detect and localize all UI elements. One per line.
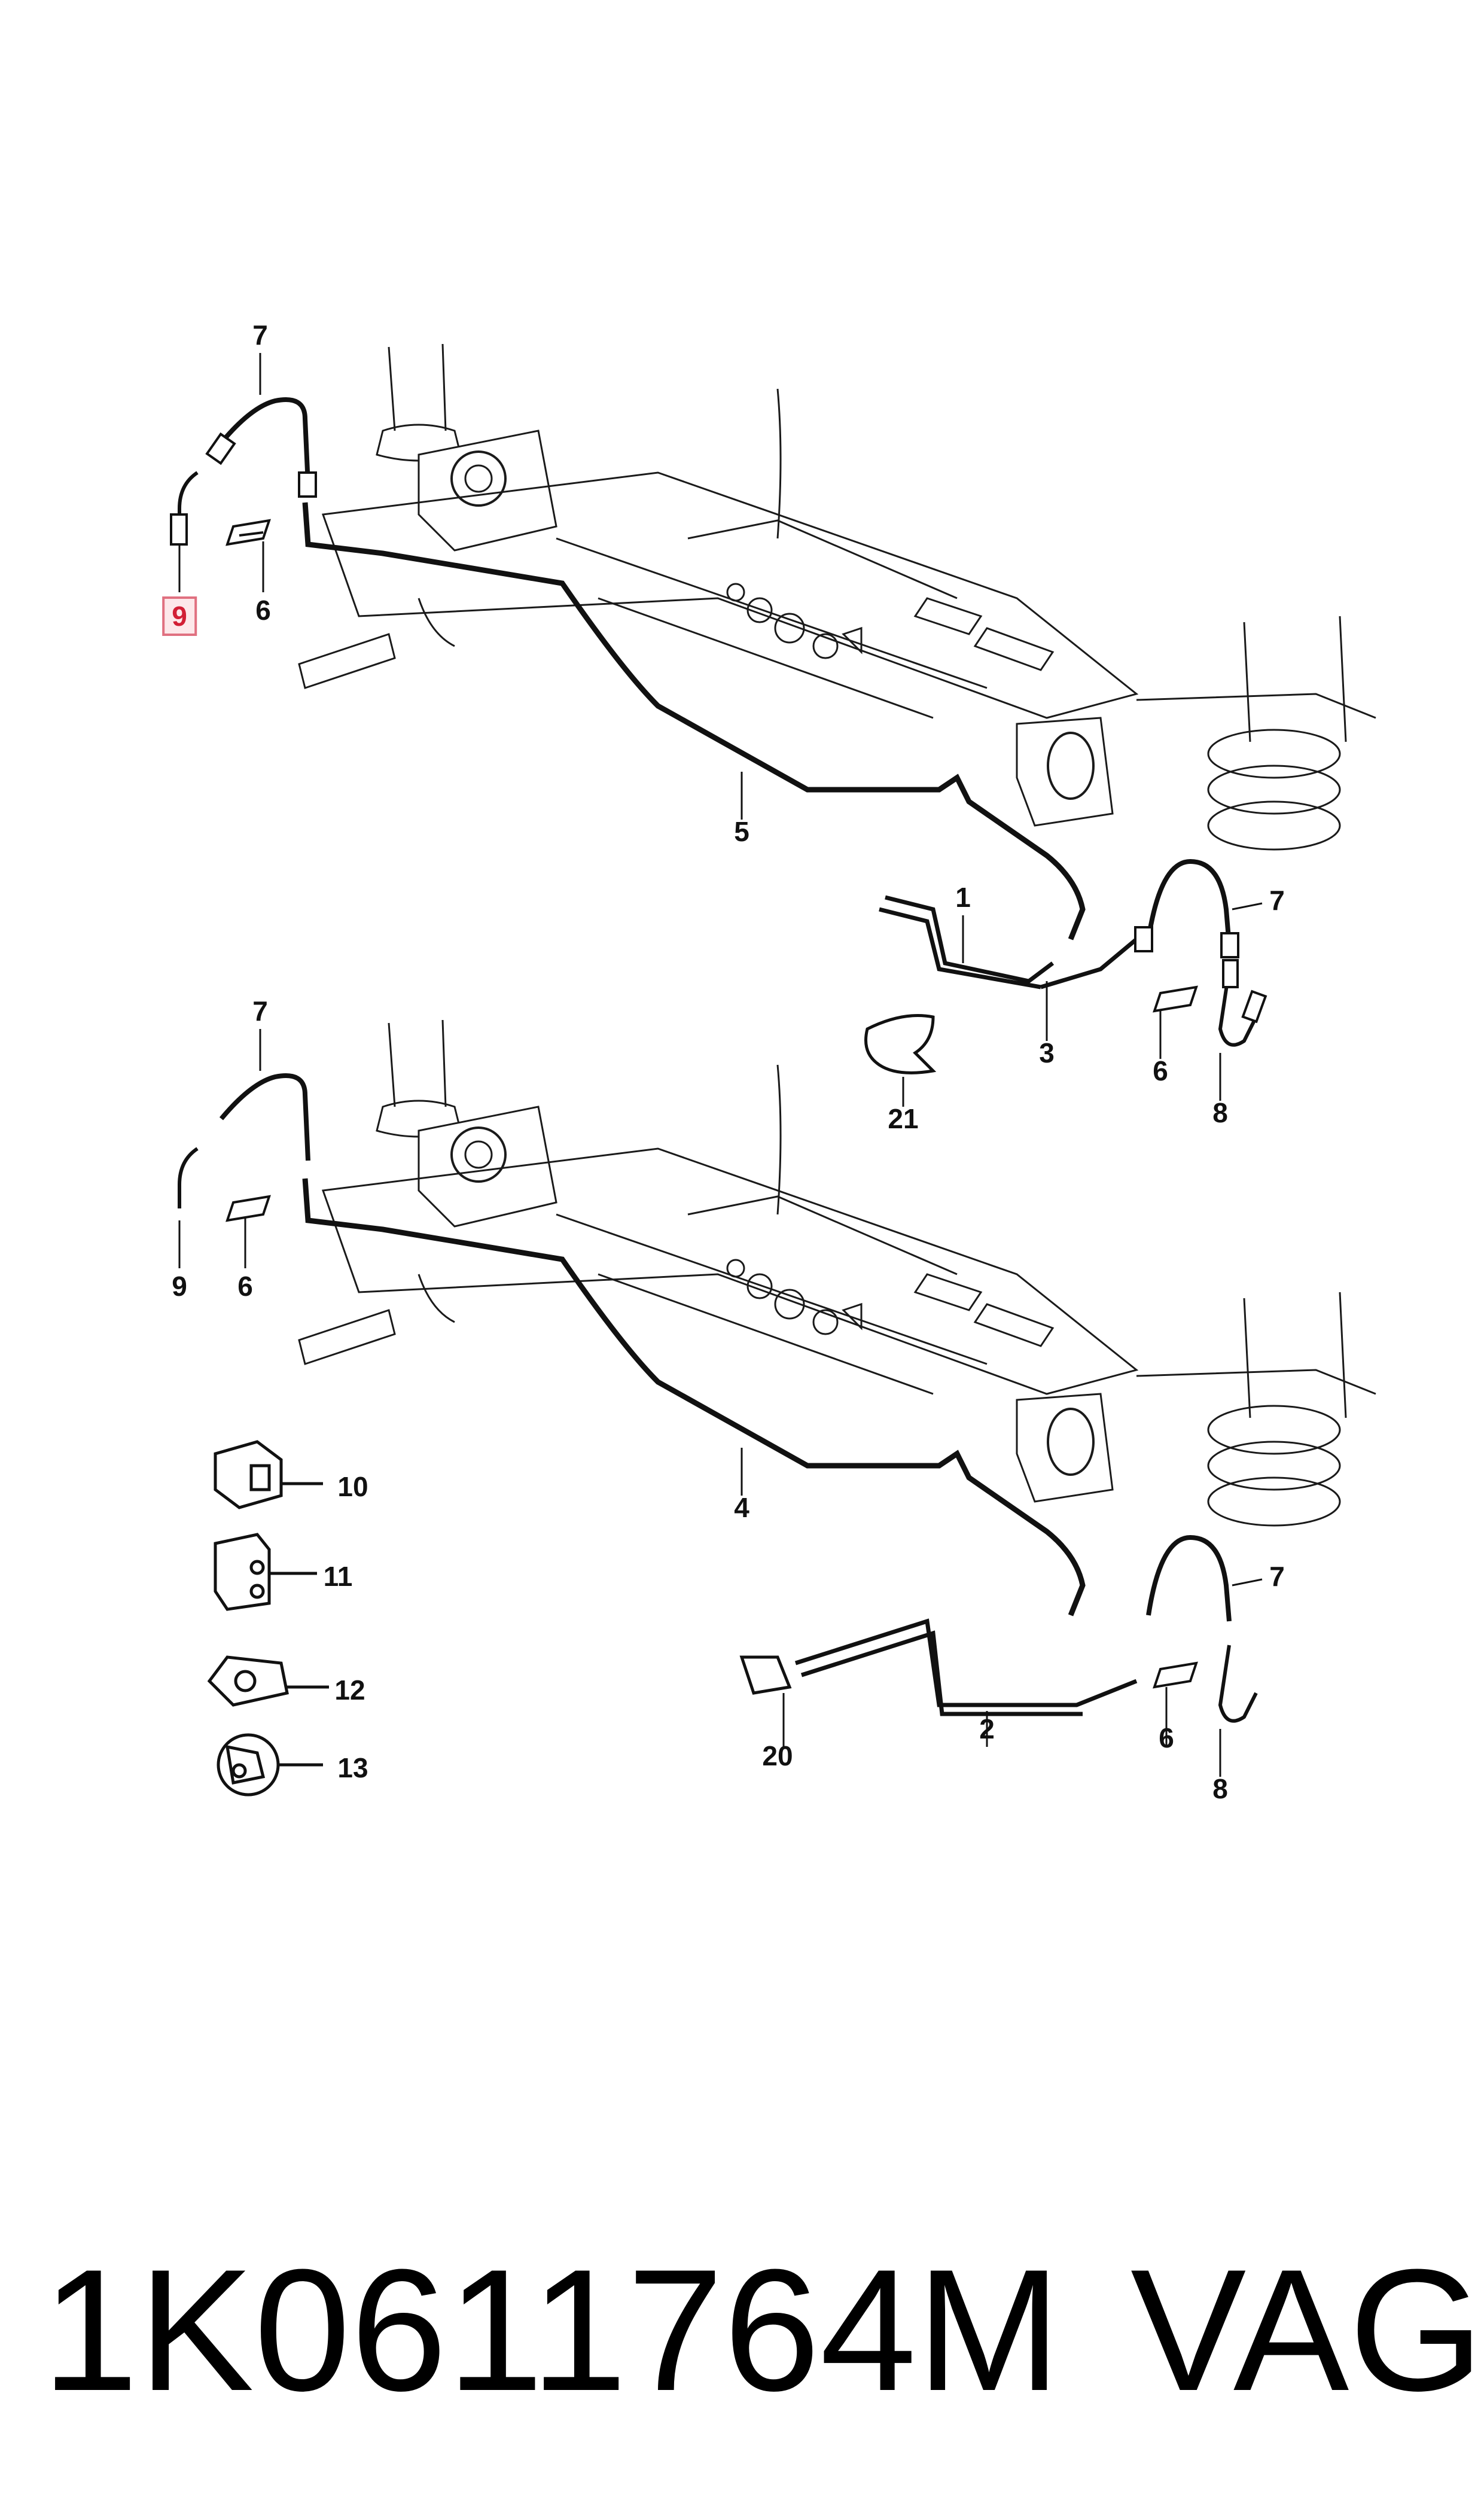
callout-11: 11 [323,1561,353,1592]
callout-9-top-highlighted[interactable]: 9 [162,596,197,636]
brake-hose-8-top [1218,969,1258,1047]
callout-10: 10 [337,1471,368,1502]
brake-hose-9-top [178,471,199,532]
part-12-icon [207,1655,329,1707]
callout-6-top-right: 6 [1153,1055,1168,1086]
part-number: 1K0611764M [42,2233,1061,2427]
part-10-icon [214,1440,323,1509]
callout-6-top-left: 6 [255,595,271,626]
callout-4: 4 [734,1492,749,1523]
brake-hose-7-top-right [1146,858,1232,946]
clip-6-top [226,519,271,546]
brake-line-3 [1040,937,1138,989]
top-assembly [170,343,1377,1107]
callout-13: 13 [337,1752,368,1783]
brake-line-1 [879,895,1055,989]
part-11-icon [214,1533,317,1611]
bottom-assembly [178,1019,1377,1777]
small-parts [207,1440,329,1797]
brake-line-5 [302,502,1086,940]
bracket-20 [739,1655,792,1695]
brake-line-diagram [170,343,1377,1797]
callout-7-bottom-right: 7 [1269,1561,1285,1592]
callout-3: 3 [1039,1037,1055,1068]
callout-20: 20 [762,1740,793,1771]
callout-9-bottom: 9 [172,1271,187,1302]
callout-6-bottom-right: 6 [1159,1722,1174,1753]
callout-1: 1 [955,882,971,913]
callout-2: 2 [979,1713,995,1744]
callout-8-top: 8 [1212,1097,1228,1128]
brake-line-2 [794,1618,1138,1716]
brake-line-4 [302,1178,1086,1616]
callout-7-top-right: 7 [1269,885,1285,916]
bracket-21 [864,1014,937,1074]
callout-5: 5 [734,816,749,847]
callout-8-bottom: 8 [1212,1773,1228,1804]
brand-label: VAG [1130,2233,1484,2427]
callout-7-top-left: 7 [252,319,268,351]
callout-12: 12 [334,1674,365,1706]
brake-hose-7-top-left [219,397,310,485]
callout-6-bottom-left: 6 [237,1271,253,1302]
callout-21: 21 [888,1103,919,1134]
part-13-icon [217,1733,323,1797]
callout-7-bottom-left: 7 [252,995,268,1027]
